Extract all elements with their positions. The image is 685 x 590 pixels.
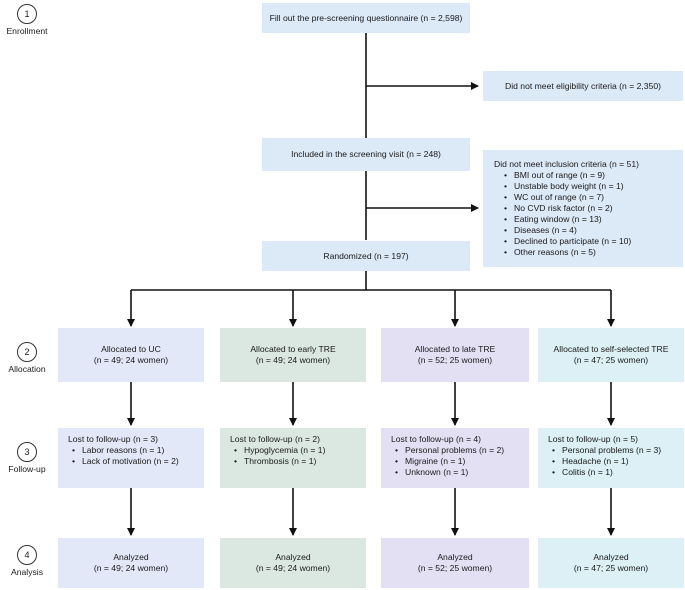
lost-item: Headache (n = 1) (552, 456, 684, 467)
allocated-uc-box: Allocated to UC (n = 49; 24 women) (58, 328, 204, 382)
allocated-detail: (n = 49; 24 women) (255, 355, 331, 365)
lost-title: Lost to follow-up (n = 4) (391, 434, 482, 444)
stage-label: Allocation (8, 364, 46, 374)
allocated-title: Allocated to UC (101, 344, 161, 354)
lost-title: Lost to follow-up (n = 2) (230, 434, 321, 444)
followup-self-box: Lost to follow-up (n = 5) Personal probl… (538, 428, 684, 488)
stage-number: 2 (17, 342, 37, 362)
stage-number: 1 (17, 4, 37, 24)
followup-late-box: Lost to follow-up (n = 4) Personal probl… (381, 428, 529, 488)
stage-analysis: 4 Analysis (0, 545, 57, 577)
exclusion-item: Declined to participate (n = 10) (504, 236, 683, 247)
exclusion-title: Did not meet inclusion criteria (n = 51) (494, 159, 639, 169)
exclusion-item: BMI out of range (n = 9) (504, 170, 683, 181)
lost-item: Migraine (n = 1) (395, 456, 529, 467)
not-eligible-box: Did not meet eligibility criteria (n = 2… (483, 71, 683, 101)
lost-item: Labor reasons (n = 1) (72, 445, 204, 456)
lost-item: Colitis (n = 1) (552, 467, 684, 478)
analyzed-title: Analyzed (113, 552, 149, 562)
lost-item: Lack of motivation (n = 2) (72, 456, 204, 467)
allocated-title: Allocated to self-selected TRE (553, 344, 669, 354)
analyzed-detail: (n = 52; 25 women) (417, 563, 493, 573)
analyzed-title: Analyzed (593, 552, 629, 562)
allocated-detail: (n = 52; 25 women) (417, 355, 493, 365)
lost-item: Hypoglycemia (n = 1) (234, 445, 366, 456)
stage-allocation: 2 Allocation (0, 342, 57, 374)
lost-item: Thrombosis (n = 1) (234, 456, 366, 467)
allocated-late-box: Allocated to late TRE (n = 52; 25 women) (381, 328, 529, 382)
exclusion-item: Eating window (n = 13) (504, 214, 683, 225)
exclusion-item: No CVD risk factor (n = 2) (504, 203, 683, 214)
lost-item: Unknown (n = 1) (395, 467, 529, 478)
analyzed-early-box: Analyzed (n = 49; 24 women) (220, 538, 366, 588)
exclusion-item: Other reasons (n = 5) (504, 247, 683, 258)
randomized-box: Randomized (n = 197) (262, 241, 470, 271)
allocated-detail: (n = 49; 24 women) (93, 355, 169, 365)
stage-number: 3 (17, 442, 37, 462)
lost-item: Personal problems (n = 3) (552, 445, 684, 456)
screening-text: Included in the screening visit (n = 248… (291, 149, 441, 159)
prescreen-box: Fill out the pre-screening questionnaire… (262, 3, 470, 33)
stage-label: Analysis (11, 567, 43, 577)
analyzed-title: Analyzed (437, 552, 473, 562)
followup-uc-box: Lost to follow-up (n = 3) Labor reasons … (58, 428, 204, 488)
screening-box: Included in the screening visit (n = 248… (262, 138, 470, 171)
exclusion-list: BMI out of range (n = 9) Unstable body w… (494, 170, 683, 258)
analyzed-self-box: Analyzed (n = 47; 25 women) (538, 538, 684, 588)
analyzed-late-box: Analyzed (n = 52; 25 women) (381, 538, 529, 588)
analyzed-detail: (n = 49; 24 women) (255, 563, 331, 573)
lost-title: Lost to follow-up (n = 3) (68, 434, 159, 444)
allocated-early-box: Allocated to early TRE (n = 49; 24 women… (220, 328, 366, 382)
exclusion-item: WC out of range (n = 7) (504, 192, 683, 203)
analyzed-uc-box: Analyzed (n = 49; 24 women) (58, 538, 204, 588)
allocated-detail: (n = 47; 25 women) (573, 355, 649, 365)
exclusion-box: Did not meet inclusion criteria (n = 51)… (483, 150, 683, 267)
not-eligible-text: Did not meet eligibility criteria (n = 2… (505, 80, 661, 91)
analyzed-detail: (n = 49; 24 women) (93, 563, 169, 573)
stage-enrollment: 1 Enrollment (0, 4, 57, 36)
prescreen-text: Fill out the pre-screening questionnaire… (269, 12, 463, 23)
analyzed-detail: (n = 47; 25 women) (573, 563, 649, 573)
lost-item: Personal problems (n = 2) (395, 445, 529, 456)
exclusion-item: Diseases (n = 4) (504, 225, 683, 236)
stage-number: 4 (17, 545, 37, 565)
allocated-title: Allocated to early TRE (250, 344, 336, 354)
allocated-title: Allocated to late TRE (414, 344, 496, 354)
stage-follow-up: 3 Follow-up (0, 442, 57, 474)
stage-label: Enrollment (6, 26, 48, 36)
randomized-text: Randomized (n = 197) (323, 250, 409, 261)
lost-title: Lost to follow-up (n = 5) (548, 434, 639, 444)
analyzed-title: Analyzed (275, 552, 311, 562)
exclusion-item: Unstable body weight (n = 1) (504, 181, 683, 192)
followup-early-box: Lost to follow-up (n = 2) Hypoglycemia (… (220, 428, 366, 488)
allocated-self-box: Allocated to self-selected TRE (n = 47; … (538, 328, 684, 382)
stage-label: Follow-up (8, 464, 46, 474)
